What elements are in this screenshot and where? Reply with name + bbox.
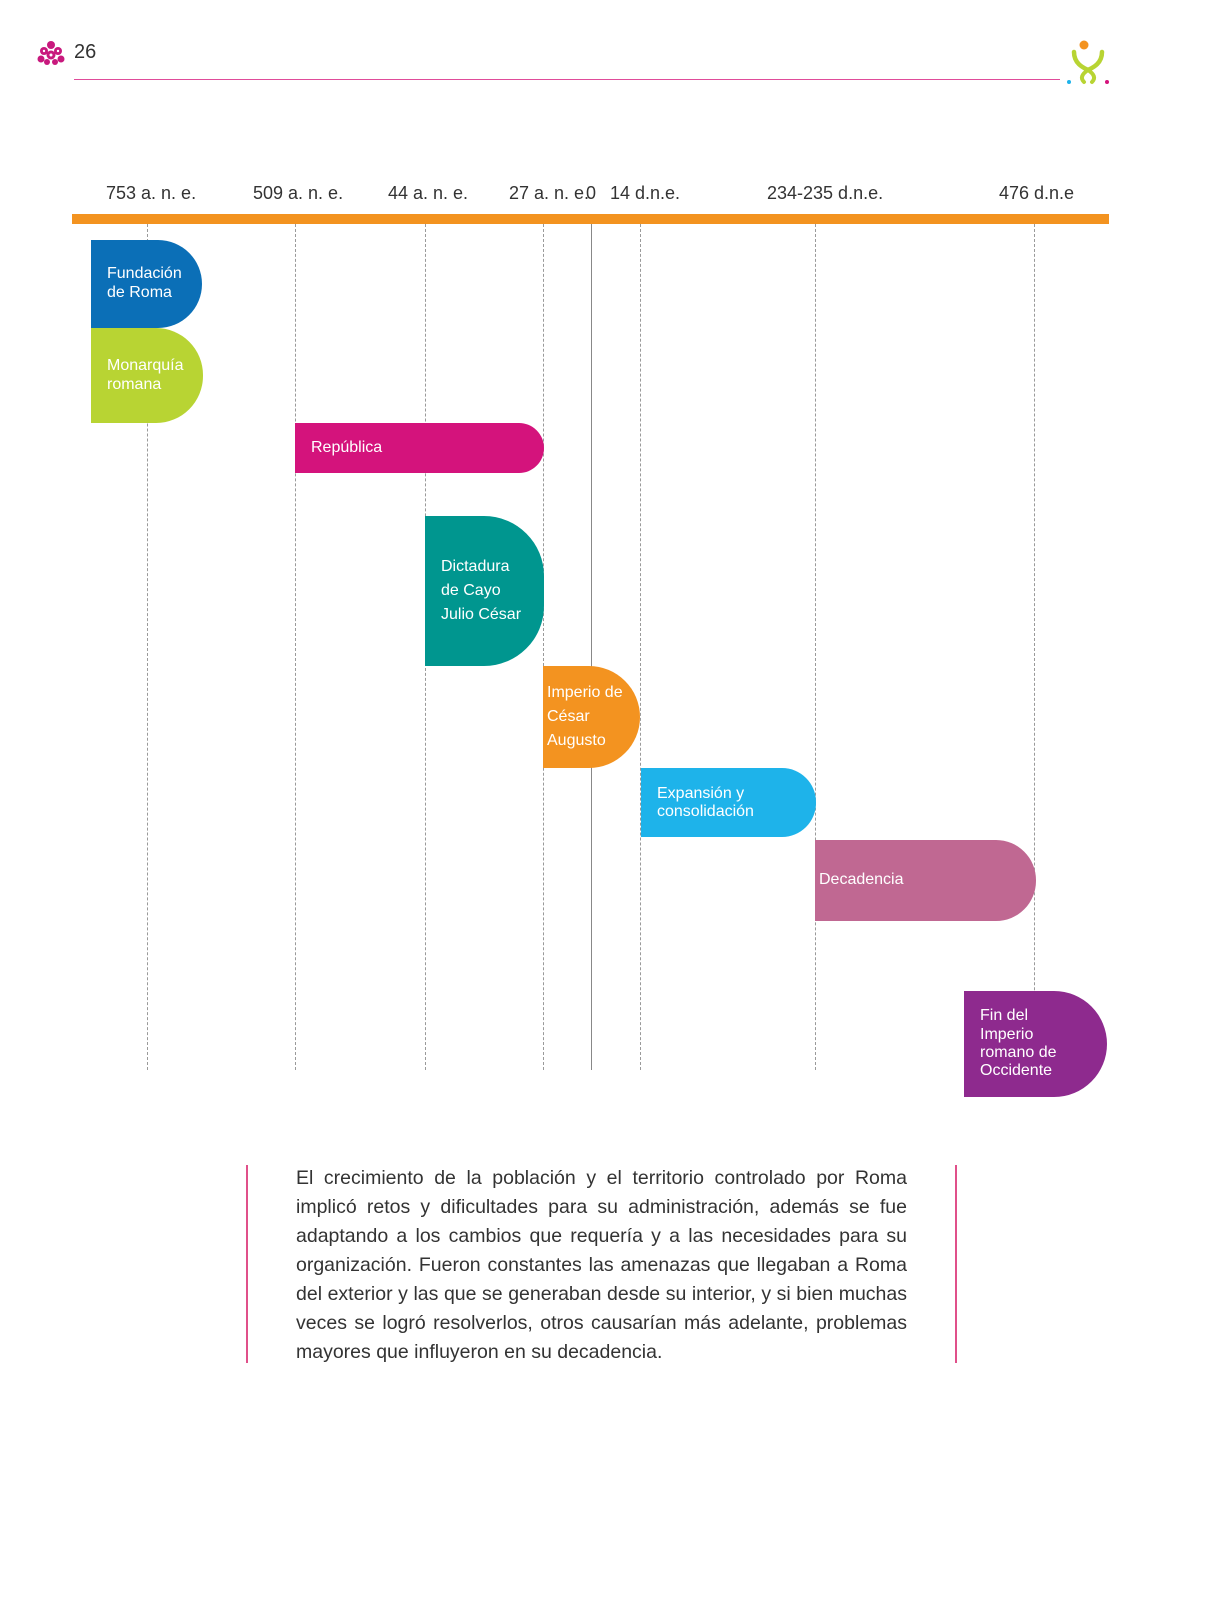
date-label-14-dne: 14 d.n.e. — [610, 183, 681, 203]
period-label: Fundación de Roma — [107, 265, 182, 301]
period-decadencia: Decadencia — [815, 840, 1036, 921]
period-label: Fin del Imperio romano de Occidente — [980, 1007, 1057, 1080]
timeline-axis — [72, 214, 1109, 224]
period-imperio-cesar-augusto: Imperio de César Augusto — [543, 666, 640, 768]
sprout-logo-icon — [1067, 40, 1109, 84]
date-label-476-dne: 476 d.n.e — [999, 183, 1075, 203]
period-label: República — [311, 438, 383, 456]
gridline-753-ane — [147, 224, 148, 1070]
period-republica: República — [295, 423, 544, 473]
gridline-509-ane — [295, 224, 296, 1070]
header-rule — [74, 79, 1060, 80]
date-label-27-ane: 27 a. n. e. — [509, 183, 590, 203]
period-dictadura-julio-cesar: Dictadura de Cayo Julio César — [425, 516, 544, 666]
gridline-14-dne — [640, 224, 641, 1070]
period-fundacion-de-roma: Fundación de Roma — [91, 240, 202, 328]
gridline-476-dne — [1034, 224, 1035, 1070]
period-fin-imperio-occidente: Fin del Imperio romano de Occidente — [964, 991, 1107, 1097]
date-label-509-ane: 509 a. n. e. — [253, 183, 344, 203]
gridline-234-dne — [815, 224, 816, 1070]
gridline-zero — [591, 224, 592, 1070]
caption-rule-left — [246, 1165, 248, 1363]
page-number: 26 — [74, 41, 97, 63]
period-label: Dictadura de Cayo Julio César — [441, 558, 522, 623]
period-label: Monarquía romana — [107, 356, 184, 393]
period-label: Imperio de César Augusto — [547, 684, 623, 749]
period-expansion-consolidacion: Expansión y consolidación — [641, 768, 816, 837]
date-label-zero: 0 — [586, 183, 597, 203]
caption-rule-right — [955, 1165, 957, 1363]
period-label: Decadencia — [819, 871, 904, 889]
date-label-44-ane: 44 a. n. e. — [388, 183, 469, 203]
date-label-234-235-dne: 234-235 d.n.e. — [767, 183, 884, 203]
period-monarquia-romana: Monarquía romana — [91, 328, 203, 423]
gridline-27-ane — [543, 224, 544, 1070]
flower-ornament-icon — [37, 41, 65, 65]
caption-text: El crecimiento de la población y el terr… — [296, 1167, 907, 1363]
date-label-753-ane: 753 a. n. e. — [106, 183, 197, 203]
period-label: Expansión y consolidación — [657, 784, 754, 820]
